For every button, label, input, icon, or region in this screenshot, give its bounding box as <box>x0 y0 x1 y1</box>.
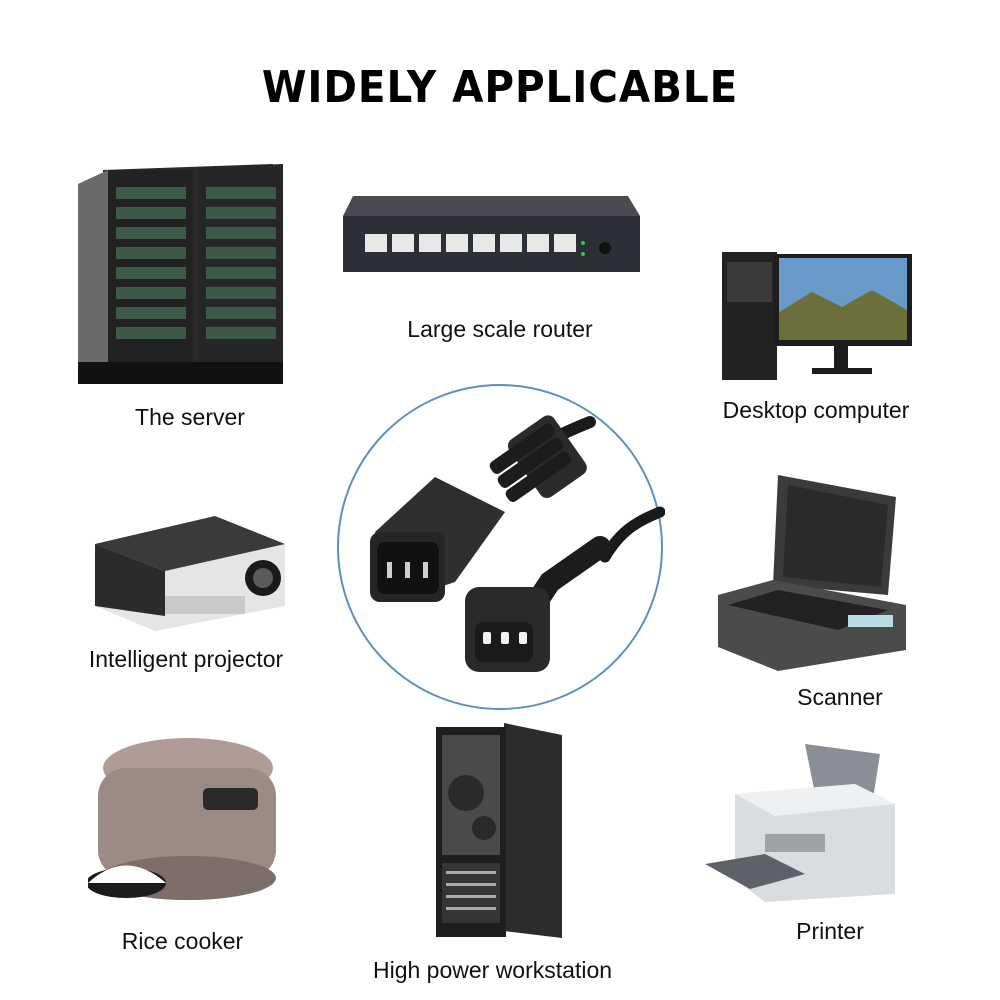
label-projector: Intelligent projector <box>88 646 284 672</box>
label-scanner: Scanner <box>797 684 883 710</box>
label-router: Large scale router <box>407 316 593 342</box>
printer-icon <box>705 744 900 902</box>
workstation-tower-icon <box>436 723 562 938</box>
page-title: WIDELY APPLICABLE <box>261 62 739 113</box>
power-cable-image <box>335 382 665 712</box>
router-icon <box>343 196 640 274</box>
label-desktop: Desktop computer <box>722 397 910 423</box>
server-rack-icon <box>78 162 288 384</box>
label-workstation: High power workstation <box>372 957 613 983</box>
projector-icon <box>95 516 285 634</box>
desktop-computer-icon <box>722 252 912 380</box>
label-printer: Printer <box>796 918 864 944</box>
label-rice-cooker: Rice cooker <box>121 928 244 954</box>
rice-cooker-icon <box>88 738 278 910</box>
scanner-icon <box>718 475 906 671</box>
label-server: The server <box>135 404 245 430</box>
